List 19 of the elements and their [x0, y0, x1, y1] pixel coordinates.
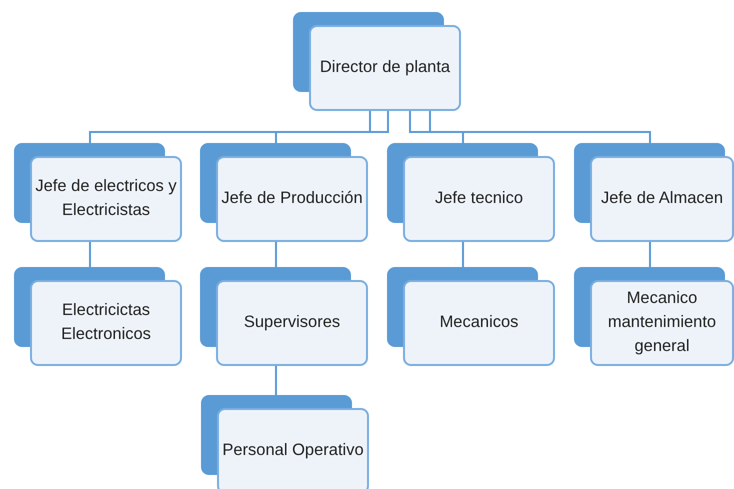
connector-line	[409, 111, 464, 143]
connector-line	[89, 111, 371, 143]
connector-line	[275, 366, 277, 395]
position-label: Personal Operativo	[222, 440, 364, 462]
connector-line	[462, 242, 464, 267]
position-label: Jefe tecnico	[434, 188, 524, 210]
position-label: Electricictas Electronicos	[60, 300, 152, 345]
position-label: Supervisores	[244, 312, 340, 334]
connector-line	[275, 242, 277, 267]
position-label: Jefe de Producción	[221, 188, 363, 210]
connector-line	[429, 111, 651, 143]
position-label: Director de planta	[320, 57, 450, 78]
position-label: Jefe de electricos y Electricistas	[34, 176, 178, 221]
connector-line	[275, 111, 389, 143]
position-label: Mecanicos	[440, 312, 518, 334]
position-label: Jefe de Almacen	[601, 188, 723, 210]
position-label: Mecanico mantenimiento general	[606, 288, 718, 357]
connector-line	[649, 242, 651, 267]
connector-line	[89, 242, 91, 267]
